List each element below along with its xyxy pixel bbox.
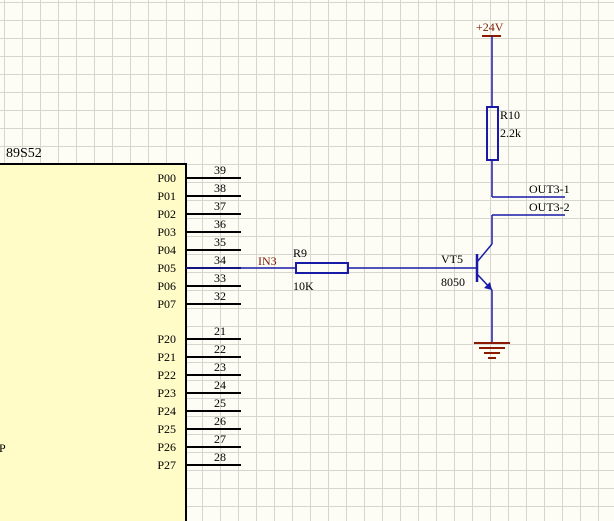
r9-value: 10K bbox=[293, 279, 314, 293]
pin-number-21: 21 bbox=[214, 324, 226, 338]
r9-resistor bbox=[295, 262, 349, 274]
r10-ref: R10 bbox=[500, 108, 520, 122]
in3-net-label: IN3 bbox=[258, 254, 277, 268]
pin-name-p04: P04 bbox=[157, 243, 176, 257]
pin-number-37: 37 bbox=[214, 199, 226, 213]
r9-ref: R9 bbox=[293, 246, 307, 260]
pin-number-39: 39 bbox=[214, 163, 226, 177]
supply-label: +24V bbox=[476, 20, 504, 34]
pin-name-p03: P03 bbox=[157, 225, 176, 239]
pin-name-p25: P25 bbox=[157, 422, 176, 436]
pin-name-p21: P21 bbox=[157, 350, 176, 364]
pin-name-p20: P20 bbox=[157, 332, 176, 346]
pin-name-p24: P24 bbox=[157, 404, 176, 418]
pin-name-p05: P05 bbox=[157, 261, 176, 275]
vt5-transistor bbox=[475, 243, 493, 291]
vt5-collector-leg bbox=[476, 243, 493, 263]
pin-number-24: 24 bbox=[214, 378, 226, 392]
pin-number-22: 22 bbox=[214, 342, 226, 356]
pin-number-33: 33 bbox=[214, 271, 226, 285]
vt5-ref: VT5 bbox=[441, 252, 463, 266]
pin-number-38: 38 bbox=[214, 181, 226, 195]
pin-number-34: 34 bbox=[214, 253, 226, 267]
pin-number-23: 23 bbox=[214, 360, 226, 374]
pin-name-p06: P06 bbox=[157, 279, 176, 293]
pin-number-25: 25 bbox=[214, 396, 226, 410]
pin-number-26: 26 bbox=[214, 414, 226, 428]
pin-name-p01: P01 bbox=[157, 189, 176, 203]
out1-label: OUT3-1 bbox=[529, 182, 570, 196]
chip-partial-label: P bbox=[0, 441, 6, 455]
pin-number-35: 35 bbox=[214, 235, 226, 249]
pin-number-27: 27 bbox=[214, 432, 226, 446]
pin-number-36: 36 bbox=[214, 217, 226, 231]
r10-value: 2.2k bbox=[500, 126, 521, 140]
pin-number-28: 28 bbox=[214, 450, 226, 464]
pin-name-p07: P07 bbox=[157, 297, 176, 311]
pin-number-32: 32 bbox=[214, 289, 226, 303]
r10-resistor bbox=[486, 106, 499, 161]
pin-name-p22: P22 bbox=[157, 368, 176, 382]
pin-name-p26: P26 bbox=[157, 440, 176, 454]
chip-name: 89S52 bbox=[6, 146, 42, 161]
ground-icon bbox=[474, 342, 510, 359]
out2-label: OUT3-2 bbox=[529, 200, 570, 214]
pin-name-p02: P02 bbox=[157, 207, 176, 221]
chip-body bbox=[0, 163, 187, 521]
pin-name-p27: P27 bbox=[157, 458, 176, 472]
pin-name-p00: P00 bbox=[157, 171, 176, 185]
vt5-value: 8050 bbox=[441, 275, 465, 289]
vt5-emitter-arrow bbox=[484, 282, 492, 290]
pin-name-p23: P23 bbox=[157, 386, 176, 400]
